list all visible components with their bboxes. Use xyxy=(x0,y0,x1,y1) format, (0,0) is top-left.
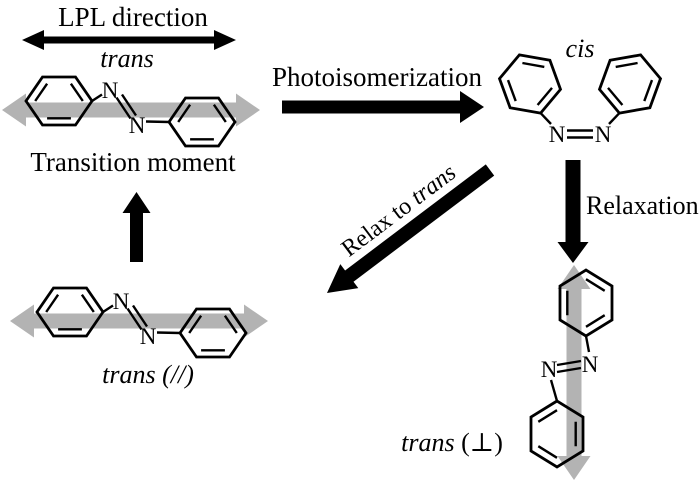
nitrogen-label: N xyxy=(549,122,566,147)
benzene-ring xyxy=(497,53,563,115)
azo-double-bond xyxy=(126,304,148,331)
azo-double-bond xyxy=(115,93,137,120)
trans-perpendicular-label: trans (⊥) xyxy=(401,430,503,456)
trans-parallel-suffix: (//) xyxy=(155,360,194,389)
nitrogen-label: N xyxy=(129,113,146,138)
benzene-ring xyxy=(558,268,614,338)
trans-azobenzene-parallel: N N xyxy=(35,286,248,359)
ring-double-bonds xyxy=(45,294,95,331)
nitrogen-label: N xyxy=(113,289,130,314)
trans-parallel-word: trans xyxy=(102,360,156,389)
nitrogen-label: N xyxy=(595,122,612,147)
benzene-ring xyxy=(178,307,248,359)
benzene-ring xyxy=(167,96,237,148)
ring-double-bonds xyxy=(537,409,577,459)
nitrogen-label: N xyxy=(541,357,558,382)
nitrogen-ring-bond xyxy=(549,379,559,402)
ring-nitrogen-bond xyxy=(584,335,591,353)
benzene-ring xyxy=(24,75,94,127)
lpl-direction-arrow xyxy=(22,30,236,50)
ring-double-bonds xyxy=(566,278,606,328)
trans-perpendicular-suffix: (⊥) xyxy=(454,428,503,457)
ring-double-bonds xyxy=(506,61,553,106)
azo-double-bond xyxy=(556,359,582,374)
nitrogen-ring-bond xyxy=(145,120,170,124)
nitrogen-label: N xyxy=(102,78,119,103)
transition-moment-label: Transition moment xyxy=(30,147,236,177)
ring-nitrogen-bond xyxy=(102,304,114,314)
benzene-ring xyxy=(597,53,663,115)
relax-to-trans-arrow xyxy=(327,164,495,293)
cis-state-label: cis xyxy=(565,34,595,63)
lpl-direction-label: LPL direction xyxy=(58,2,208,32)
ring-double-bonds xyxy=(188,315,238,352)
nitrogen-label: N xyxy=(140,324,157,349)
ring-nitrogen-bond xyxy=(539,112,552,125)
transition-moment-arrow-perpendicular xyxy=(557,265,591,480)
transition-moment-arrow-parallel xyxy=(10,304,268,338)
relaxation-label: Relaxation xyxy=(586,191,699,220)
nitrogen-label: N xyxy=(582,352,599,377)
photoisomerization-label: Photoisomerization xyxy=(272,62,482,92)
cis-azobenzene: N N xyxy=(497,53,663,147)
benzene-ring xyxy=(35,286,105,338)
trans-azobenzene-perpendicular: N N xyxy=(529,268,614,469)
azo-double-bond xyxy=(567,129,593,139)
ring-nitrogen-bond xyxy=(608,112,621,125)
benzene-ring xyxy=(529,399,585,469)
ring-double-bonds xyxy=(34,83,84,120)
nitrogen-ring-bond xyxy=(156,331,181,335)
trans-parallel-label: trans (//) xyxy=(102,362,194,388)
ring-nitrogen-bond xyxy=(91,93,103,103)
ring-double-bonds xyxy=(177,104,227,141)
reorientation-up-arrow xyxy=(122,192,151,262)
trans-state-label-top: trans xyxy=(100,44,154,73)
relaxation-arrow xyxy=(557,160,589,263)
photoisomerization-arrow xyxy=(282,91,484,123)
ring-double-bonds xyxy=(607,61,654,106)
trans-azobenzene-top: N N xyxy=(24,75,237,148)
trans-perpendicular-word: trans xyxy=(401,428,455,457)
